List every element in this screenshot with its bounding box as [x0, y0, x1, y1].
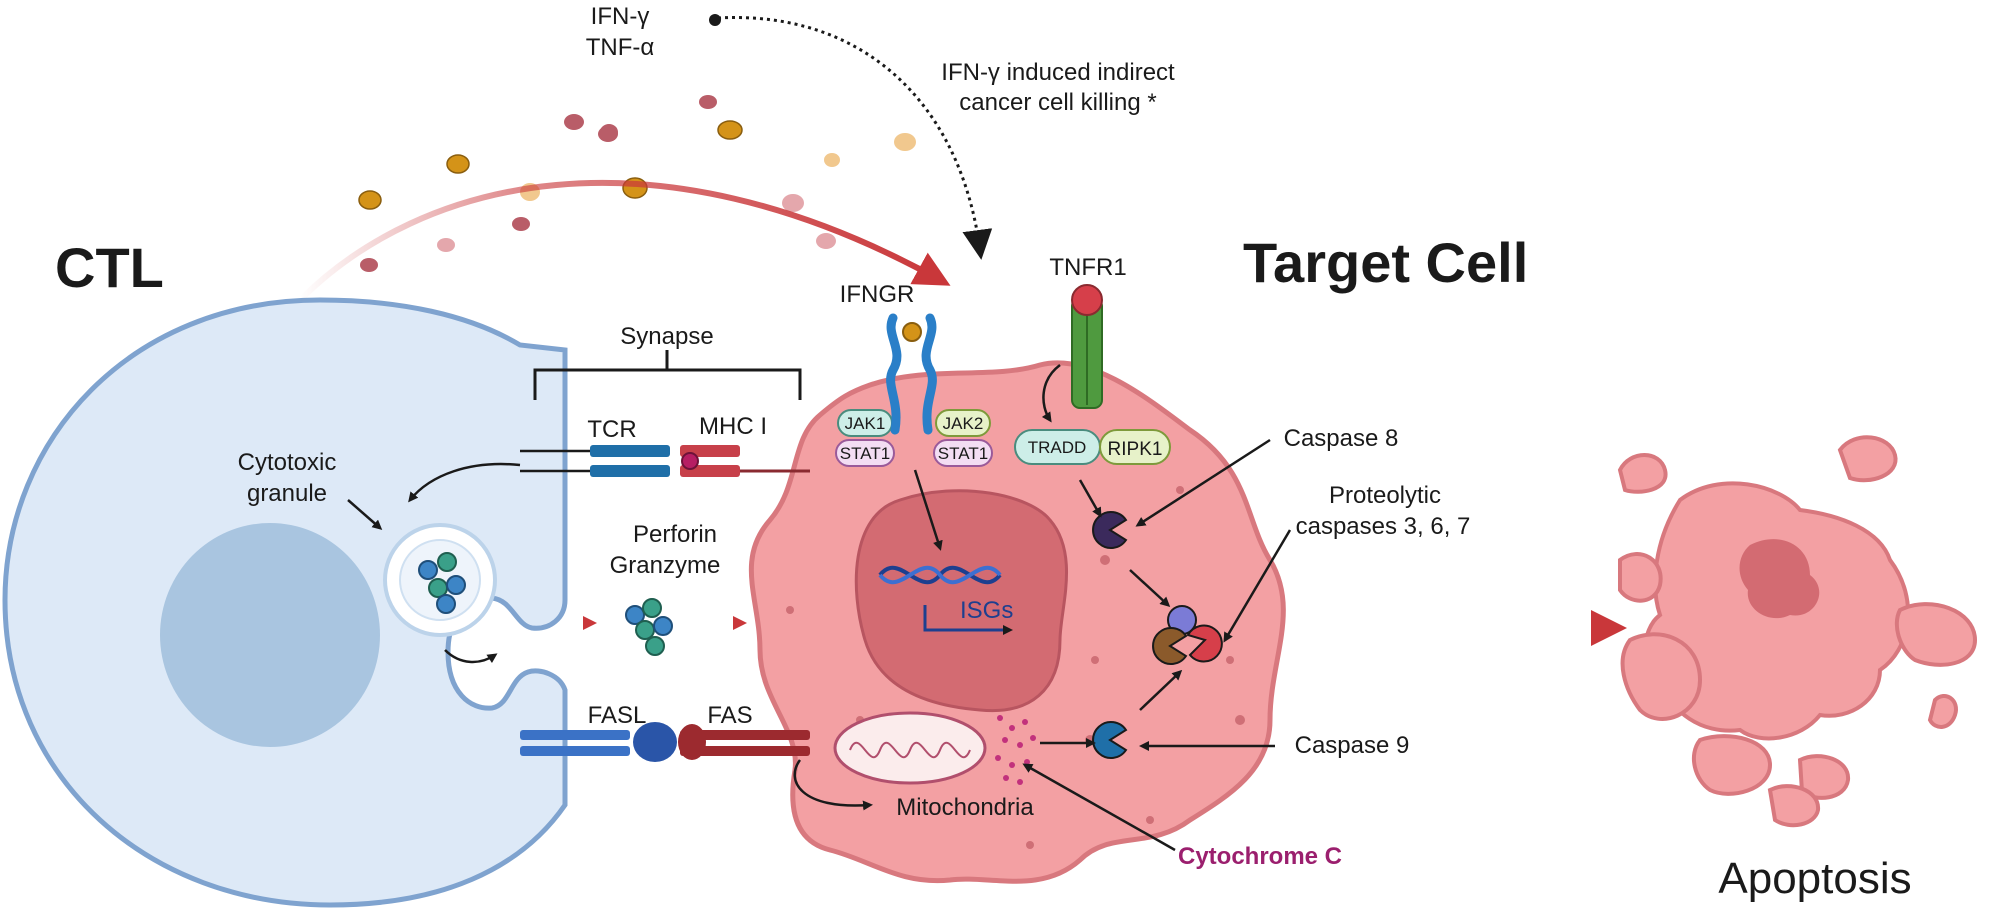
ifn-label: IFN-γ [591, 3, 650, 30]
target-cell [748, 360, 1286, 884]
granule-label-arrow [347, 499, 383, 530]
cytochrome-c-particles [995, 715, 1036, 785]
caspase8-pacman-icon [1092, 511, 1128, 549]
apoptotic-nucleus [1739, 539, 1820, 619]
stat1-left-pill [835, 439, 895, 467]
cytokine-release-arrow [297, 179, 951, 303]
granule-to-synapse-arrow [408, 462, 521, 503]
tnfr1-receptor-icon [1071, 284, 1103, 409]
apoptotic-bodies [1617, 435, 1978, 828]
jak2-label: JAK2 [943, 414, 984, 433]
tcr-complex-icon [520, 445, 670, 477]
caspase8-label-arrow [1135, 438, 1271, 527]
indirect-killing-line2: cancer cell killing * [959, 89, 1156, 116]
apoptosis-title: Apoptosis [1718, 854, 1911, 903]
fasl-label: FASL [588, 702, 647, 729]
fas-to-mito-arrow [793, 759, 873, 811]
mhc-label: MHC I [699, 413, 767, 440]
ctl-cell [2, 297, 568, 908]
tnfr1-label: TNFR1 [1049, 254, 1126, 281]
granule-label-line2: granule [247, 480, 327, 507]
indirect-killing-line1: IFN-γ induced indirect [941, 59, 1175, 86]
target-cell-title: Target Cell [1243, 231, 1528, 294]
tnf-label: TNF-α [586, 34, 655, 61]
stat1-right-label: STAT1 [938, 444, 988, 463]
mitochondria-label: Mitochondria [896, 794, 1034, 821]
ripk1-to-casp8-arrow [1078, 479, 1102, 518]
fas-label: FAS [707, 702, 752, 729]
fas-icon [678, 724, 810, 760]
perforin-label: Perforin [633, 521, 717, 548]
ifngr-label: IFNGR [840, 281, 915, 308]
synapse-label: Synapse [620, 323, 713, 350]
stat1-right-pill [933, 439, 993, 467]
casp8-to-exec-arrow [1129, 569, 1171, 608]
mitochondria-icon [833, 711, 987, 785]
cytochrome-c-label: Cytochrome C [1178, 843, 1342, 870]
tcr-label: TCR [587, 416, 636, 443]
tradd-label: TRADD [1028, 438, 1087, 457]
proteolytic-label-arrow [1223, 529, 1292, 643]
target-nucleus [854, 489, 1069, 713]
casp9-to-exec-arrow [1139, 669, 1183, 711]
caspase9-label: Caspase 9 [1295, 732, 1410, 759]
granzyme-label: Granzyme [610, 552, 721, 579]
ifngr-receptor-icon [886, 313, 937, 435]
isgs-arrow [923, 605, 1013, 635]
jak2-pill [935, 409, 991, 437]
proteolytic-label-line1: Proteolytic [1329, 482, 1441, 509]
caspase8-label: Caspase 8 [1284, 425, 1399, 452]
mhc-complex-icon [680, 445, 810, 477]
jak1-label: JAK1 [845, 414, 886, 433]
indirect-killing-arrow [717, 16, 993, 260]
ripk1-label: RIPK1 [1108, 439, 1163, 460]
executioner-caspases-icon [1152, 605, 1223, 665]
granule-label-line1: Cytotoxic [238, 449, 337, 476]
ifn-source-dot [709, 14, 721, 26]
dna-helix-icon [878, 565, 1002, 585]
granule-exocytosis-arrow [444, 649, 498, 664]
tnfr1-to-tradd-arrow [1041, 364, 1061, 423]
perforin-granzyme-cluster [625, 598, 673, 656]
ctl-nucleus [160, 523, 380, 747]
stat1-left-label: STAT1 [840, 444, 890, 463]
proteolytic-label-line2: caspases 3, 6, 7 [1296, 513, 1471, 540]
synapse-bracket [533, 350, 802, 400]
ctl-title: CTL [55, 236, 164, 299]
cytochrome-label-arrow [1022, 763, 1176, 852]
fasl-icon [520, 722, 677, 762]
ripk1-pill [1099, 429, 1171, 465]
stat-to-nucleus-arrow [913, 469, 943, 551]
isgs-label: ISGs [960, 597, 1013, 624]
cytotoxic-granule [383, 523, 497, 637]
